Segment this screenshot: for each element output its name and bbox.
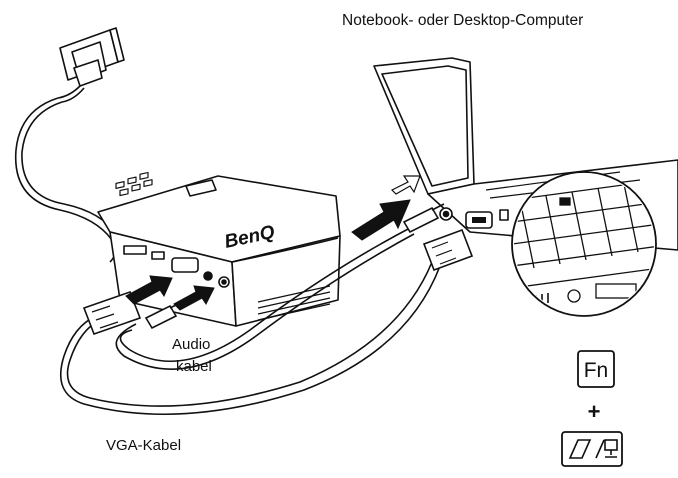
vga-cable-label: VGA-Kabel [106, 437, 181, 456]
display-switch-icon [562, 432, 622, 466]
plus-sign: + [588, 399, 601, 424]
magnifier-icon [512, 172, 656, 316]
audio-cable-label-line1: Audio [172, 336, 210, 355]
computer-label: Notebook- oder Desktop-Computer [342, 11, 583, 30]
audio-cable-label-line2: kabel [176, 358, 212, 377]
fn-key-label: Fn [584, 359, 609, 382]
arrow-outline [392, 176, 420, 194]
power-cord [16, 98, 122, 262]
